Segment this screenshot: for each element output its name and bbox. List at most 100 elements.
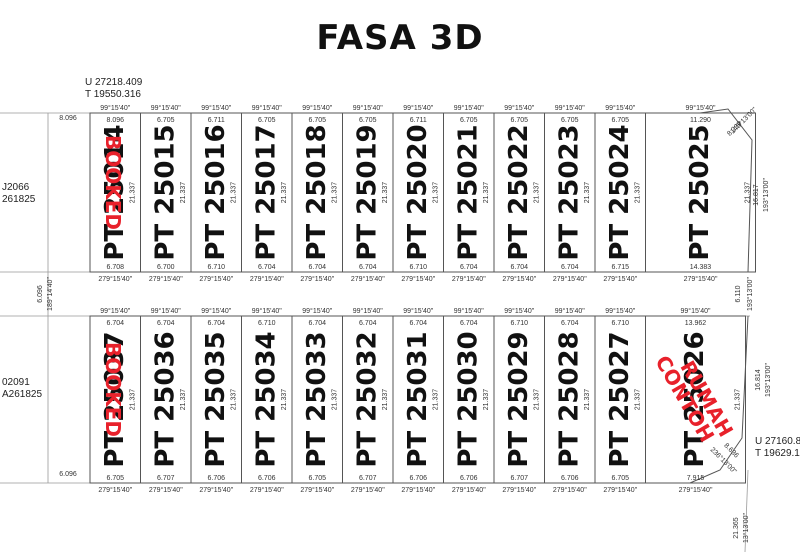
- bottom-bearing: 279°15'40": [401, 275, 435, 283]
- lot-depth: 21.337: [281, 389, 288, 411]
- lot-depth: 21.337: [635, 389, 642, 411]
- side-length-bottom: 16.814: [755, 369, 762, 391]
- road-bearing-left: 189°14'40": [46, 277, 54, 311]
- top-bearing: 99°15'40": [252, 307, 282, 315]
- top-width: 6.705: [359, 117, 377, 124]
- lot-depth: 21.337: [231, 182, 238, 204]
- top-bearing: 99°15'40": [555, 104, 585, 112]
- top-width: 6.705: [460, 117, 478, 124]
- top-bearing: 99°15'40": [353, 104, 383, 112]
- lot-number: PT 25024: [605, 124, 635, 260]
- top-bearing: 99°15'40": [151, 104, 181, 112]
- top-width: 6.711: [208, 117, 225, 124]
- lot-number: PT 25028: [554, 331, 584, 467]
- top-bearing: 99°15'40": [100, 104, 130, 112]
- bottom-width: 6.704: [308, 264, 326, 271]
- bottom-bearing: 279°15'40": [603, 275, 637, 283]
- lot-depth: 21.337: [745, 182, 752, 204]
- lot-number: PT 25036: [150, 331, 180, 467]
- lot-number: PT 25034: [251, 331, 281, 467]
- bottom-bearing: 279°15'40": [300, 275, 334, 283]
- lot-number: PT 25026: [680, 331, 710, 467]
- top-width: 6.705: [157, 117, 175, 124]
- top-width: 6.704: [460, 320, 478, 327]
- lot-depth: 21.337: [180, 182, 187, 204]
- bottom-width: 6.706: [561, 475, 579, 482]
- lot-depth: 21.337: [483, 182, 490, 204]
- lot-number: PT 25019: [352, 124, 382, 260]
- top-width: 6.711: [410, 117, 427, 124]
- reference-top-left: U 27218.409: [85, 77, 143, 88]
- bottom-width: 6.706: [207, 475, 225, 482]
- top-bearing: 99°15'40": [504, 307, 534, 315]
- bottom-bearing: 279°15'40": [452, 486, 486, 494]
- lot-number: PT 25037: [100, 331, 130, 467]
- lot-depth: 21.337: [483, 389, 490, 411]
- bottom-bearing: 279°15'40": [351, 486, 385, 494]
- lot-number: PT 25015: [150, 124, 180, 260]
- lots: PT 2501499°15'40"8.0966.708279°15'40"21.…: [89, 104, 756, 494]
- top-bearing: 99°15'40": [681, 307, 711, 315]
- top-bearing: 99°15'40": [302, 307, 332, 315]
- bottom-width: 6.704: [460, 264, 478, 271]
- side-bearing-bottom: 193°13'00": [764, 363, 772, 397]
- top-bearing: 99°15'40": [605, 307, 635, 315]
- lot-number: PT 25033: [302, 331, 332, 467]
- reference-bottom-right: T 19629.14: [755, 448, 800, 459]
- lot-number: PT 25027: [605, 331, 635, 467]
- lot-depth: 21.337: [584, 389, 591, 411]
- top-width: 6.705: [561, 117, 579, 124]
- lot-depth: 21.337: [130, 182, 137, 204]
- bottom-bearing: 279°15'40": [98, 275, 132, 283]
- road-width-left: 6.096: [37, 285, 44, 303]
- bottom-width: 7.915: [687, 475, 705, 482]
- bottom-bearing: 279°15'40": [502, 486, 536, 494]
- top-width: 6.704: [409, 320, 427, 327]
- top-width: 6.704: [157, 320, 175, 327]
- bottom-bearing: 279°15'40": [98, 486, 132, 494]
- bottom-bearing: 279°15'40": [250, 275, 284, 283]
- lot-number: PT 25017: [251, 124, 281, 260]
- bottom-width: 6.705: [308, 475, 326, 482]
- bottom-bearing: 279°15'40": [452, 275, 486, 283]
- bottom-width: 6.704: [258, 264, 276, 271]
- far-left-top-width: 8.096: [59, 115, 77, 122]
- top-width: 6.710: [611, 320, 629, 327]
- lot-depth: 21.337: [433, 182, 440, 204]
- road-width-right: 6.110: [735, 285, 742, 302]
- bottom-width: 6.707: [510, 475, 528, 482]
- reference-top-left: T 19550.316: [85, 89, 141, 100]
- top-width: 13.962: [685, 320, 707, 327]
- lot-depth: 21.337: [180, 389, 187, 411]
- bottom-width: 6.707: [359, 475, 377, 482]
- lot-number: PT 25035: [201, 331, 231, 467]
- bottom-width: 6.710: [409, 264, 427, 271]
- bottom-bearing: 279°15'40": [502, 275, 536, 283]
- top-width: 6.704: [561, 320, 579, 327]
- bottom-width: 6.704: [510, 264, 528, 271]
- reference-left-top: J2066: [2, 182, 30, 193]
- far-left-bottom-width: 6.096: [59, 471, 77, 478]
- bottom-bearing: 279°15'40": [199, 486, 233, 494]
- top-bearing: 99°15'40": [151, 307, 181, 315]
- top-bearing: 99°15'40": [454, 104, 484, 112]
- road-bearing-right: 193°13'00": [746, 277, 754, 311]
- lot-boundary: [645, 315, 746, 484]
- top-bearing: 99°15'40": [302, 104, 332, 112]
- side-length-top: 16.817: [753, 184, 760, 206]
- top-bearing: 99°15'40": [504, 104, 534, 112]
- side-bearing-top: 193°13'00": [762, 178, 770, 212]
- bottom-width: 6.706: [258, 475, 276, 482]
- lot-number: PT 25029: [504, 331, 534, 467]
- lot-depth: 21.337: [635, 182, 642, 204]
- reference-left-bottom: A261825: [2, 389, 42, 400]
- corner-bearing-top: 145°13'00": [729, 105, 759, 135]
- reference-left-top: 261825: [2, 194, 36, 205]
- top-width: 6.710: [258, 320, 276, 327]
- bottom-bearing: 279°15'40": [553, 486, 587, 494]
- lot-depth: 21.337: [433, 389, 440, 411]
- lot-number: PT 25021: [453, 124, 483, 260]
- bottom-bearing: 279°15'40": [351, 275, 385, 283]
- right-top-outline: [699, 108, 753, 273]
